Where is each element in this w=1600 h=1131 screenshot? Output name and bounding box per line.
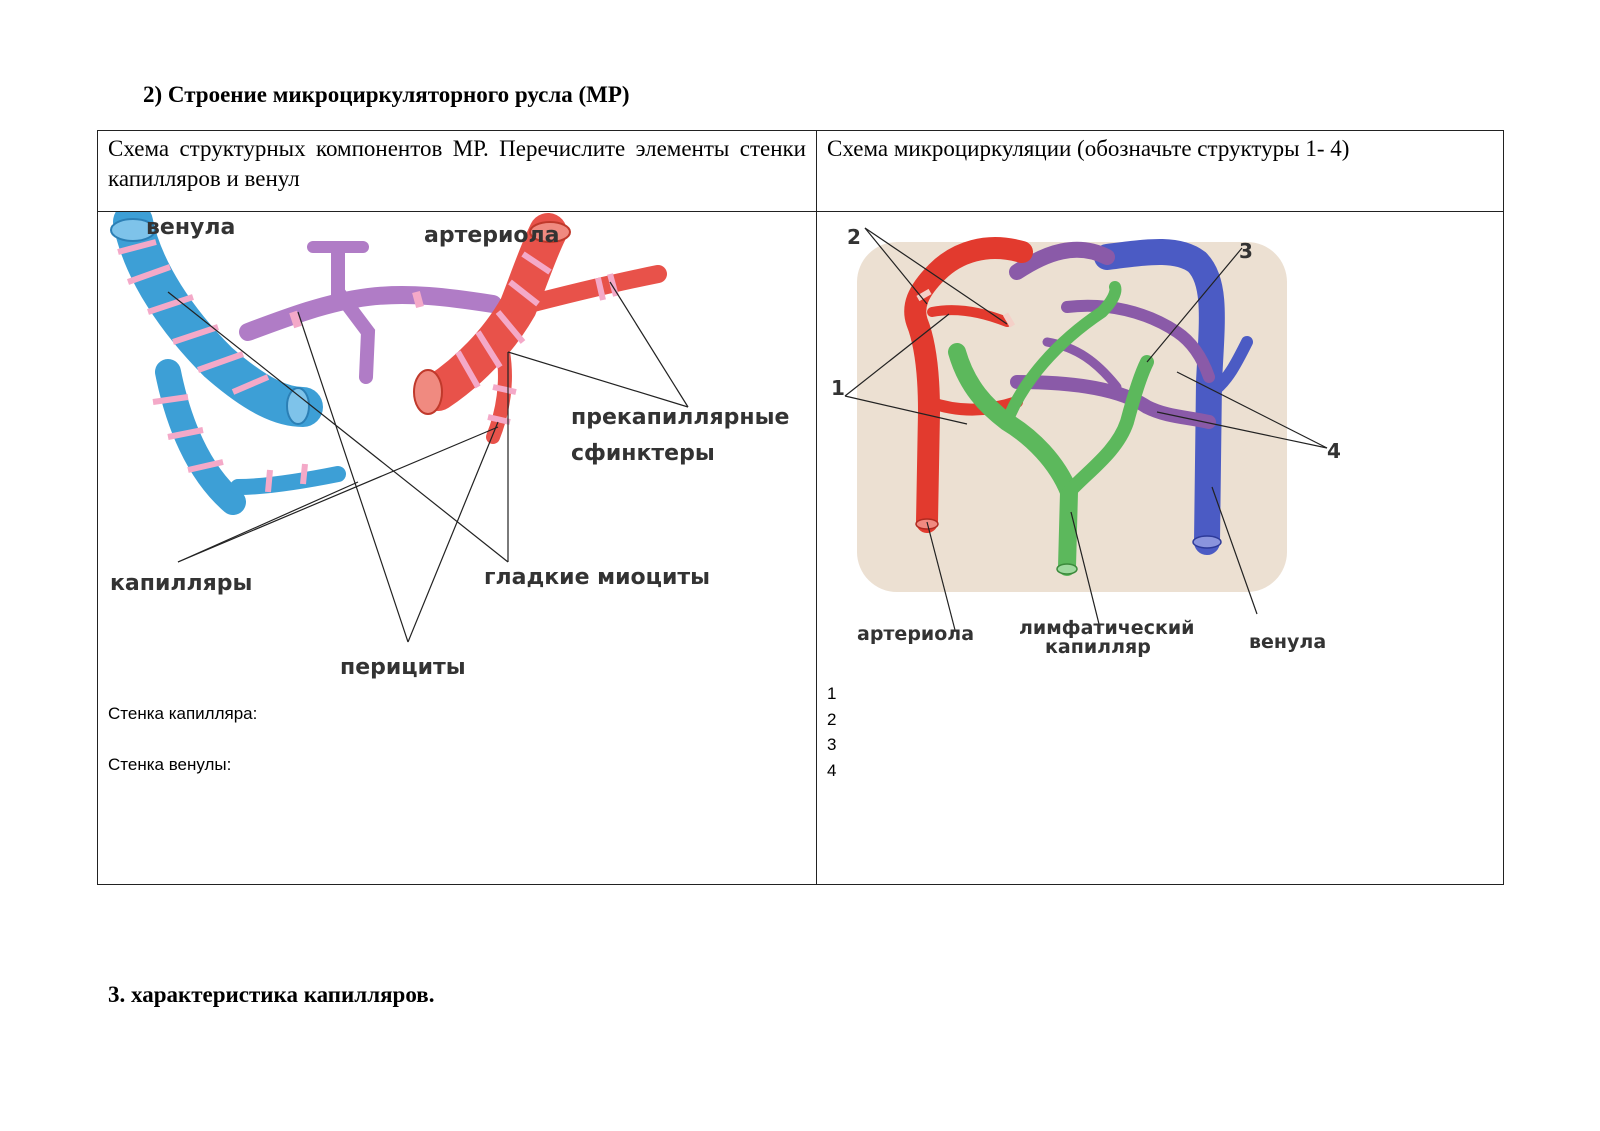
microcirculation-figure: 2 3 1 4 артериола лимфатический капилляр…: [831, 225, 1341, 658]
label-smooth-myocytes: гладкие миоциты: [484, 565, 710, 590]
label-venule-right: венула: [1249, 631, 1326, 653]
answer-line-1: 1: [827, 684, 837, 703]
venule-path: [1094, 239, 1253, 555]
label-pericytes: перициты: [340, 655, 466, 680]
label-arteriole-right: артериола: [857, 623, 974, 645]
label-lymphatic-2: капилляр: [1045, 636, 1151, 658]
figure-number-4: 4: [1327, 439, 1341, 463]
figure-number-2: 2: [847, 225, 861, 249]
venule-vessel: [110, 212, 346, 515]
label-precapillary-1: прекапиллярные: [571, 405, 789, 430]
section-3-title: 3. характеристика капилляров.: [108, 982, 435, 1007]
header-left-text: Схема структурных компонентов МР. Перечи…: [108, 136, 806, 191]
answer-line-3: 3: [827, 735, 837, 754]
section-2-title: 2) Строение микроциркуляторного русла (М…: [143, 82, 630, 107]
figure-number-1: 1: [831, 376, 845, 400]
worksheet-table: Схема структурных компонентов МР. Перечи…: [97, 130, 1504, 885]
capillary-network: [239, 241, 502, 384]
label-arteriole: артериола: [424, 223, 560, 248]
microcirculation-diagram-cell: 2 3 1 4 артериола лимфатический капилляр…: [816, 211, 1504, 885]
lymphatic-capillary-path: [948, 281, 1154, 576]
structure-diagram-cell: венула артериола прекапиллярные сфинктер…: [97, 211, 817, 885]
label-lymphatic-1: лимфатический: [1019, 617, 1194, 639]
arteriole-path: [904, 237, 1033, 533]
answer-numbers-list: 1 2 3 4: [827, 681, 836, 783]
answer-line-2: 2: [827, 709, 837, 729]
figure-number-3: 3: [1239, 239, 1253, 263]
header-left-cell: Схема структурных компонентов МР. Перечи…: [97, 130, 817, 212]
number-pointer-lines: [844, 227, 1328, 631]
venule-wall-prompt: Стенка венулы:: [108, 755, 232, 774]
capillary-wall-prompt: Стенка капилляра:: [108, 704, 258, 723]
label-venule: венула: [146, 215, 235, 240]
label-precapillary-2: сфинктеры: [571, 441, 715, 466]
answer-line-4: 4: [827, 760, 837, 780]
microvasculature-structure-figure: венула артериола прекапиллярные сфинктер…: [110, 212, 789, 680]
arteriole-vessel: [413, 213, 667, 444]
header-right-cell: Схема микроциркуляции (обозначьте структ…: [816, 130, 1504, 212]
pointer-lines: [167, 281, 689, 643]
header-right-text: Схема микроциркуляции (обозначьте структ…: [827, 136, 1350, 161]
label-capillaries: капилляры: [110, 571, 252, 596]
